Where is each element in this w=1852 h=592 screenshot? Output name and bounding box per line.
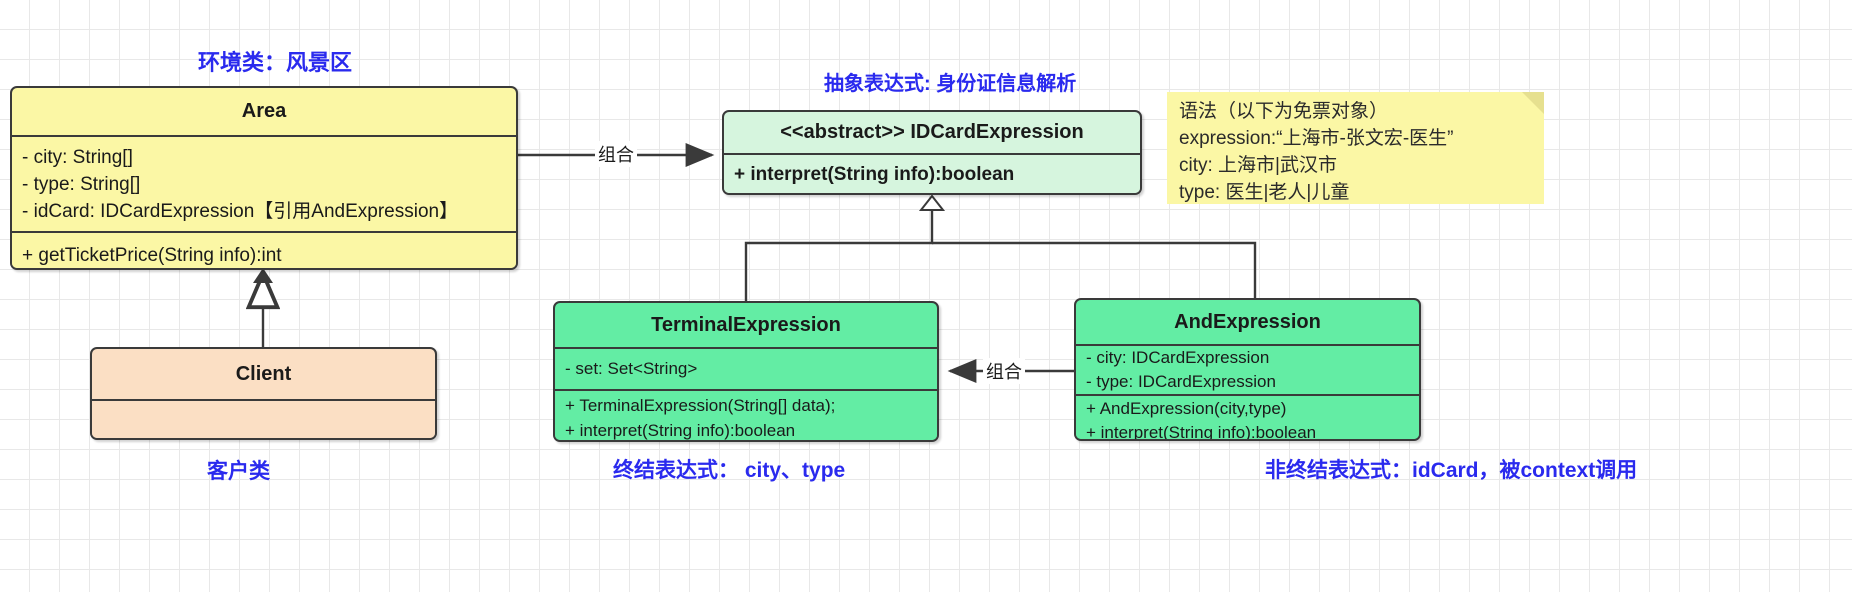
class-title-andexpression: AndExpression [1174,310,1321,333]
attribute-row: - idCard: IDCardExpression【引用AndExpressi… [22,200,459,222]
class-title-terminalexpression: TerminalExpression [651,313,841,336]
note-line: expression:“上海市-张文宏-医生” [1179,128,1454,149]
operation-row: + interpret(String info):boolean [1086,422,1317,441]
note-fold-icon [1522,92,1544,114]
attribute-row: - type: String[] [22,173,141,195]
class-title-client: Client [235,362,292,385]
label-abstract-expr: 抽象表达式: 身份证信息解析 [824,73,1077,95]
class-title-area: Area [241,100,287,122]
class-attributes-andexpression: - city: IDCardExpression - type: IDCardE… [1076,344,1419,394]
class-operations-idcardexpression: + interpret(String info):boolean [724,153,1140,193]
attribute-row: - city: IDCardExpression [1086,348,1270,367]
class-attributes-terminalexpression: - set: Set<String> [555,347,937,389]
label-nonterminal-expr: 非终结表达式：idCard，被context调用 [1265,459,1638,482]
edge-label-composition-and: 组合 [983,358,1025,384]
class-box-idcardexpression[interactable]: <<abstract>> IDCardExpression + interpre… [722,110,1142,195]
class-operations-client [92,399,435,438]
class-operations-area: + getTicketPrice(String info):int [12,231,516,268]
note-line: 语法（以下为免票对象） [1179,101,1389,122]
class-operations-terminalexpression: + TerminalExpression(String[] data); + i… [555,389,937,440]
operation-row: + getTicketPrice(String info):int [22,244,282,266]
class-attributes-area: - city: String[] - type: String[] - idCa… [12,135,516,231]
class-box-client[interactable]: Client [90,347,437,440]
edge-terminal-to-idcard [744,208,934,301]
operation-row: + AndExpression(city,type) [1086,398,1287,418]
class-operations-andexpression: + AndExpression(city,type) + interpret(S… [1076,394,1419,441]
edge-client-to-area [253,268,273,347]
operation-row: + TerminalExpression(String[] data); [565,395,836,415]
label-terminal-expr: 终结表达式： city、type [613,459,846,482]
note-line: type: 医生|老人|儿童 [1179,182,1350,203]
class-box-terminalexpression[interactable]: TerminalExpression - set: Set<String> + … [553,301,939,442]
operation-row: + interpret(String info):boolean [565,420,796,440]
label-area-context: 环境类：风景区 [198,50,353,75]
label-client-class: 客户类 [207,460,270,483]
class-box-area[interactable]: Area - city: String[] - type: String[] -… [10,86,518,270]
edge-label-composition-area: 组合 [595,141,637,167]
operation-row: + interpret(String info):boolean [734,164,1015,185]
note-grammar: 语法（以下为免票对象） expression:“上海市-张文宏-医生” city… [1167,92,1544,204]
edge-and-to-idcard [918,194,1257,298]
attribute-row: - set: Set<String> [565,359,698,378]
attribute-row: - type: IDCardExpression [1086,372,1276,391]
class-title-idcardexpression: <<abstract>> IDCardExpression [780,121,1084,143]
note-line: city: 上海市|武汉市 [1179,155,1337,176]
class-box-andexpression[interactable]: AndExpression - city: IDCardExpression -… [1074,298,1421,441]
attribute-row: - city: String[] [22,146,133,168]
